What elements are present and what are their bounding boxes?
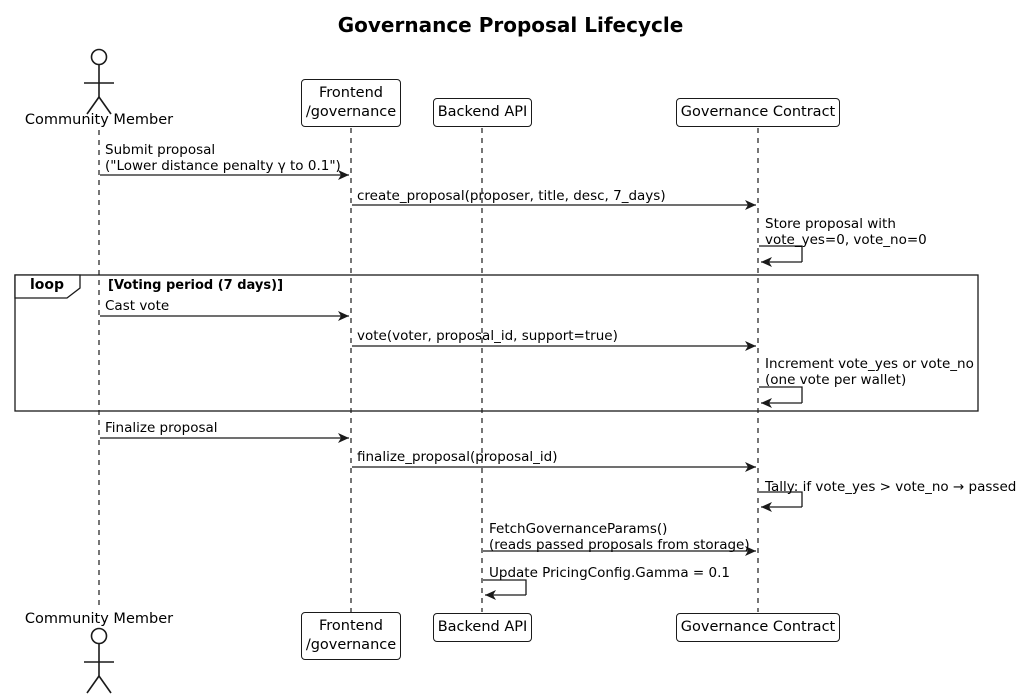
- message-self-m9: [759, 491, 803, 512]
- participant-foot-member[interactable]: Community Member: [24, 611, 174, 627]
- participant-foot-contract[interactable]: Governance Contract: [676, 613, 840, 642]
- message-label-m3-line2: vote_yes=0, vote_no=0: [765, 232, 927, 248]
- loop-guard-label: [Voting period (7 days)]: [108, 278, 284, 293]
- message-label-m8: finalize_proposal(proposal_id): [357, 449, 558, 465]
- loop-fragment: [14, 274, 979, 412]
- message-label-m4: Cast vote: [105, 298, 170, 314]
- participant-head-member[interactable]: Community Member: [24, 112, 174, 128]
- participant-head-contract[interactable]: Governance Contract: [676, 98, 840, 127]
- participant-foot-frontend[interactable]: Frontend /governance: [301, 612, 401, 660]
- participant-head-backend[interactable]: Backend API: [433, 98, 532, 127]
- message-label-m11: Update PricingConfig.Gamma = 0.1: [489, 565, 730, 581]
- message-label-m2: create_proposal(proposer, title, desc, 7…: [357, 188, 666, 204]
- message-label-m6-line1: Increment vote_yes or vote_no: [765, 356, 974, 372]
- message-label-m6-line2: (one vote per wallet): [765, 372, 907, 388]
- message-label-m9: Tally: if vote_yes > vote_no → passed: [765, 479, 1017, 495]
- message-self-m3: [759, 245, 803, 267]
- loop-operator-label: loop: [30, 277, 65, 293]
- participant-head-frontend[interactable]: Frontend /governance: [301, 79, 401, 127]
- message-label-m10-line1: FetchGovernanceParams(): [489, 521, 668, 537]
- actor-figure-top: [84, 48, 114, 115]
- message-self-m6: [759, 386, 803, 408]
- message-label-m5: vote(voter, proposal_id, support=true): [357, 328, 618, 344]
- message-label-m10-line2: (reads passed proposals from storage): [489, 537, 750, 553]
- message-label-m1-line1: Submit proposal: [105, 142, 216, 158]
- actor-figure-bottom: [84, 627, 114, 694]
- message-self-m11: [483, 579, 527, 600]
- message-label-m1-line2: ("Lower distance penalty γ to 0.1"): [105, 158, 341, 174]
- message-label-m3-line1: Store proposal with: [765, 216, 896, 232]
- page-title: Governance Proposal Lifecycle: [337, 13, 684, 37]
- message-label-m7: Finalize proposal: [105, 420, 218, 436]
- participant-foot-backend[interactable]: Backend API: [433, 613, 532, 642]
